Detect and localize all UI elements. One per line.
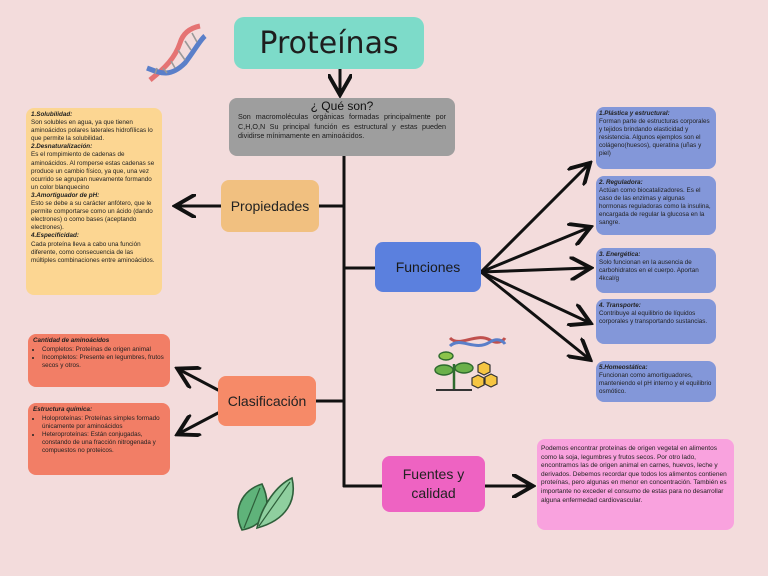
- leaves-icon: [237, 476, 294, 531]
- clasificacion-note-2: Estructura química: Holoproteínas: Prote…: [28, 403, 170, 475]
- node-fuentes: Fuentes y calidad: [382, 456, 485, 512]
- clasificacion-note-1: Cantidad de aminoácidos Completos: Prote…: [28, 334, 170, 387]
- func-heading: 5.Homeostática:: [599, 364, 648, 371]
- dna-icon: [146, 23, 207, 82]
- clas-item: Heteroproteínas: Están conjugadas, const…: [42, 431, 165, 455]
- what-are-box: ¿ Qué son? Son macromoléculas orgánicas …: [229, 98, 455, 156]
- prop-heading: 2.Desnaturalización:: [31, 143, 93, 151]
- funcion-note-5: 5.Homeostática:Funcionan como amortiguad…: [596, 361, 716, 402]
- func-heading: 3. Energética:: [599, 251, 641, 258]
- fuentes-note: Podemos encontrar proteínas de origen ve…: [537, 439, 734, 530]
- prop-heading: 4.Especificidad:: [31, 232, 79, 240]
- prop-text: Cada proteína lleva a cabo una función d…: [31, 240, 155, 264]
- page-title: Proteínas: [234, 17, 424, 69]
- plant-dna-icon: [434, 336, 507, 391]
- func-text: Solo funcionan en la ausencia de carbohi…: [599, 259, 699, 283]
- clas-item: Incompletos: Presente en legumbres, frut…: [42, 354, 165, 370]
- funcion-note-2: 2. Reguladora:Actúan como biocatalizador…: [596, 176, 716, 235]
- prop-text: Esto se debe a su carácter anfótero, que…: [31, 200, 153, 232]
- funcion-note-1: 1.Plástica y estructural:Forman parte de…: [596, 107, 716, 169]
- propiedades-note: 1.Solubilidad:Son solubles en agua, ya q…: [26, 108, 162, 295]
- prop-heading: 1.Solubilidad:: [31, 111, 73, 118]
- node-clasificacion: Clasificación: [218, 376, 316, 426]
- what-question: ¿ Qué son?: [310, 99, 374, 113]
- func-text: Contribuye al equilibrio de líquidos cor…: [599, 310, 708, 326]
- what-text: Son macromoléculas orgánicas formadas pr…: [238, 112, 446, 141]
- prop-text: Es el rompimiento de cadenas de aminoáci…: [31, 151, 155, 191]
- func-text: Actúan como biocatalizadores. Es el caso…: [599, 187, 711, 227]
- funcion-note-4: 4. Transporte:Contribuye al equilibrio d…: [596, 299, 716, 344]
- func-text: Forman parte de estructuras corporales y…: [599, 118, 710, 158]
- prop-heading: 3.Amortiguador de pH:: [31, 191, 100, 199]
- func-heading: 4. Transporte:: [599, 302, 641, 309]
- funcion-note-3: 3. Energética:Solo funcionan en la ausen…: [596, 248, 716, 293]
- prop-text: Son solubles en agua, ya que tienen amin…: [31, 119, 153, 143]
- clas-heading: Estructura química:: [33, 406, 93, 413]
- node-funciones: Funciones: [375, 242, 481, 292]
- node-propiedades: Propiedades: [221, 180, 319, 232]
- clas-item: Holoproteínas: Proteínas simples formado…: [42, 415, 165, 431]
- clas-heading: Cantidad de aminoácidos: [33, 337, 110, 344]
- clas-item: Completos: Proteínas de origen animal: [42, 346, 165, 354]
- func-heading: 1.Plástica y estructural:: [599, 110, 670, 117]
- func-heading: 2. Reguladora:: [599, 179, 643, 186]
- func-text: Funcionan como amortiguadores, mantenien…: [599, 372, 712, 396]
